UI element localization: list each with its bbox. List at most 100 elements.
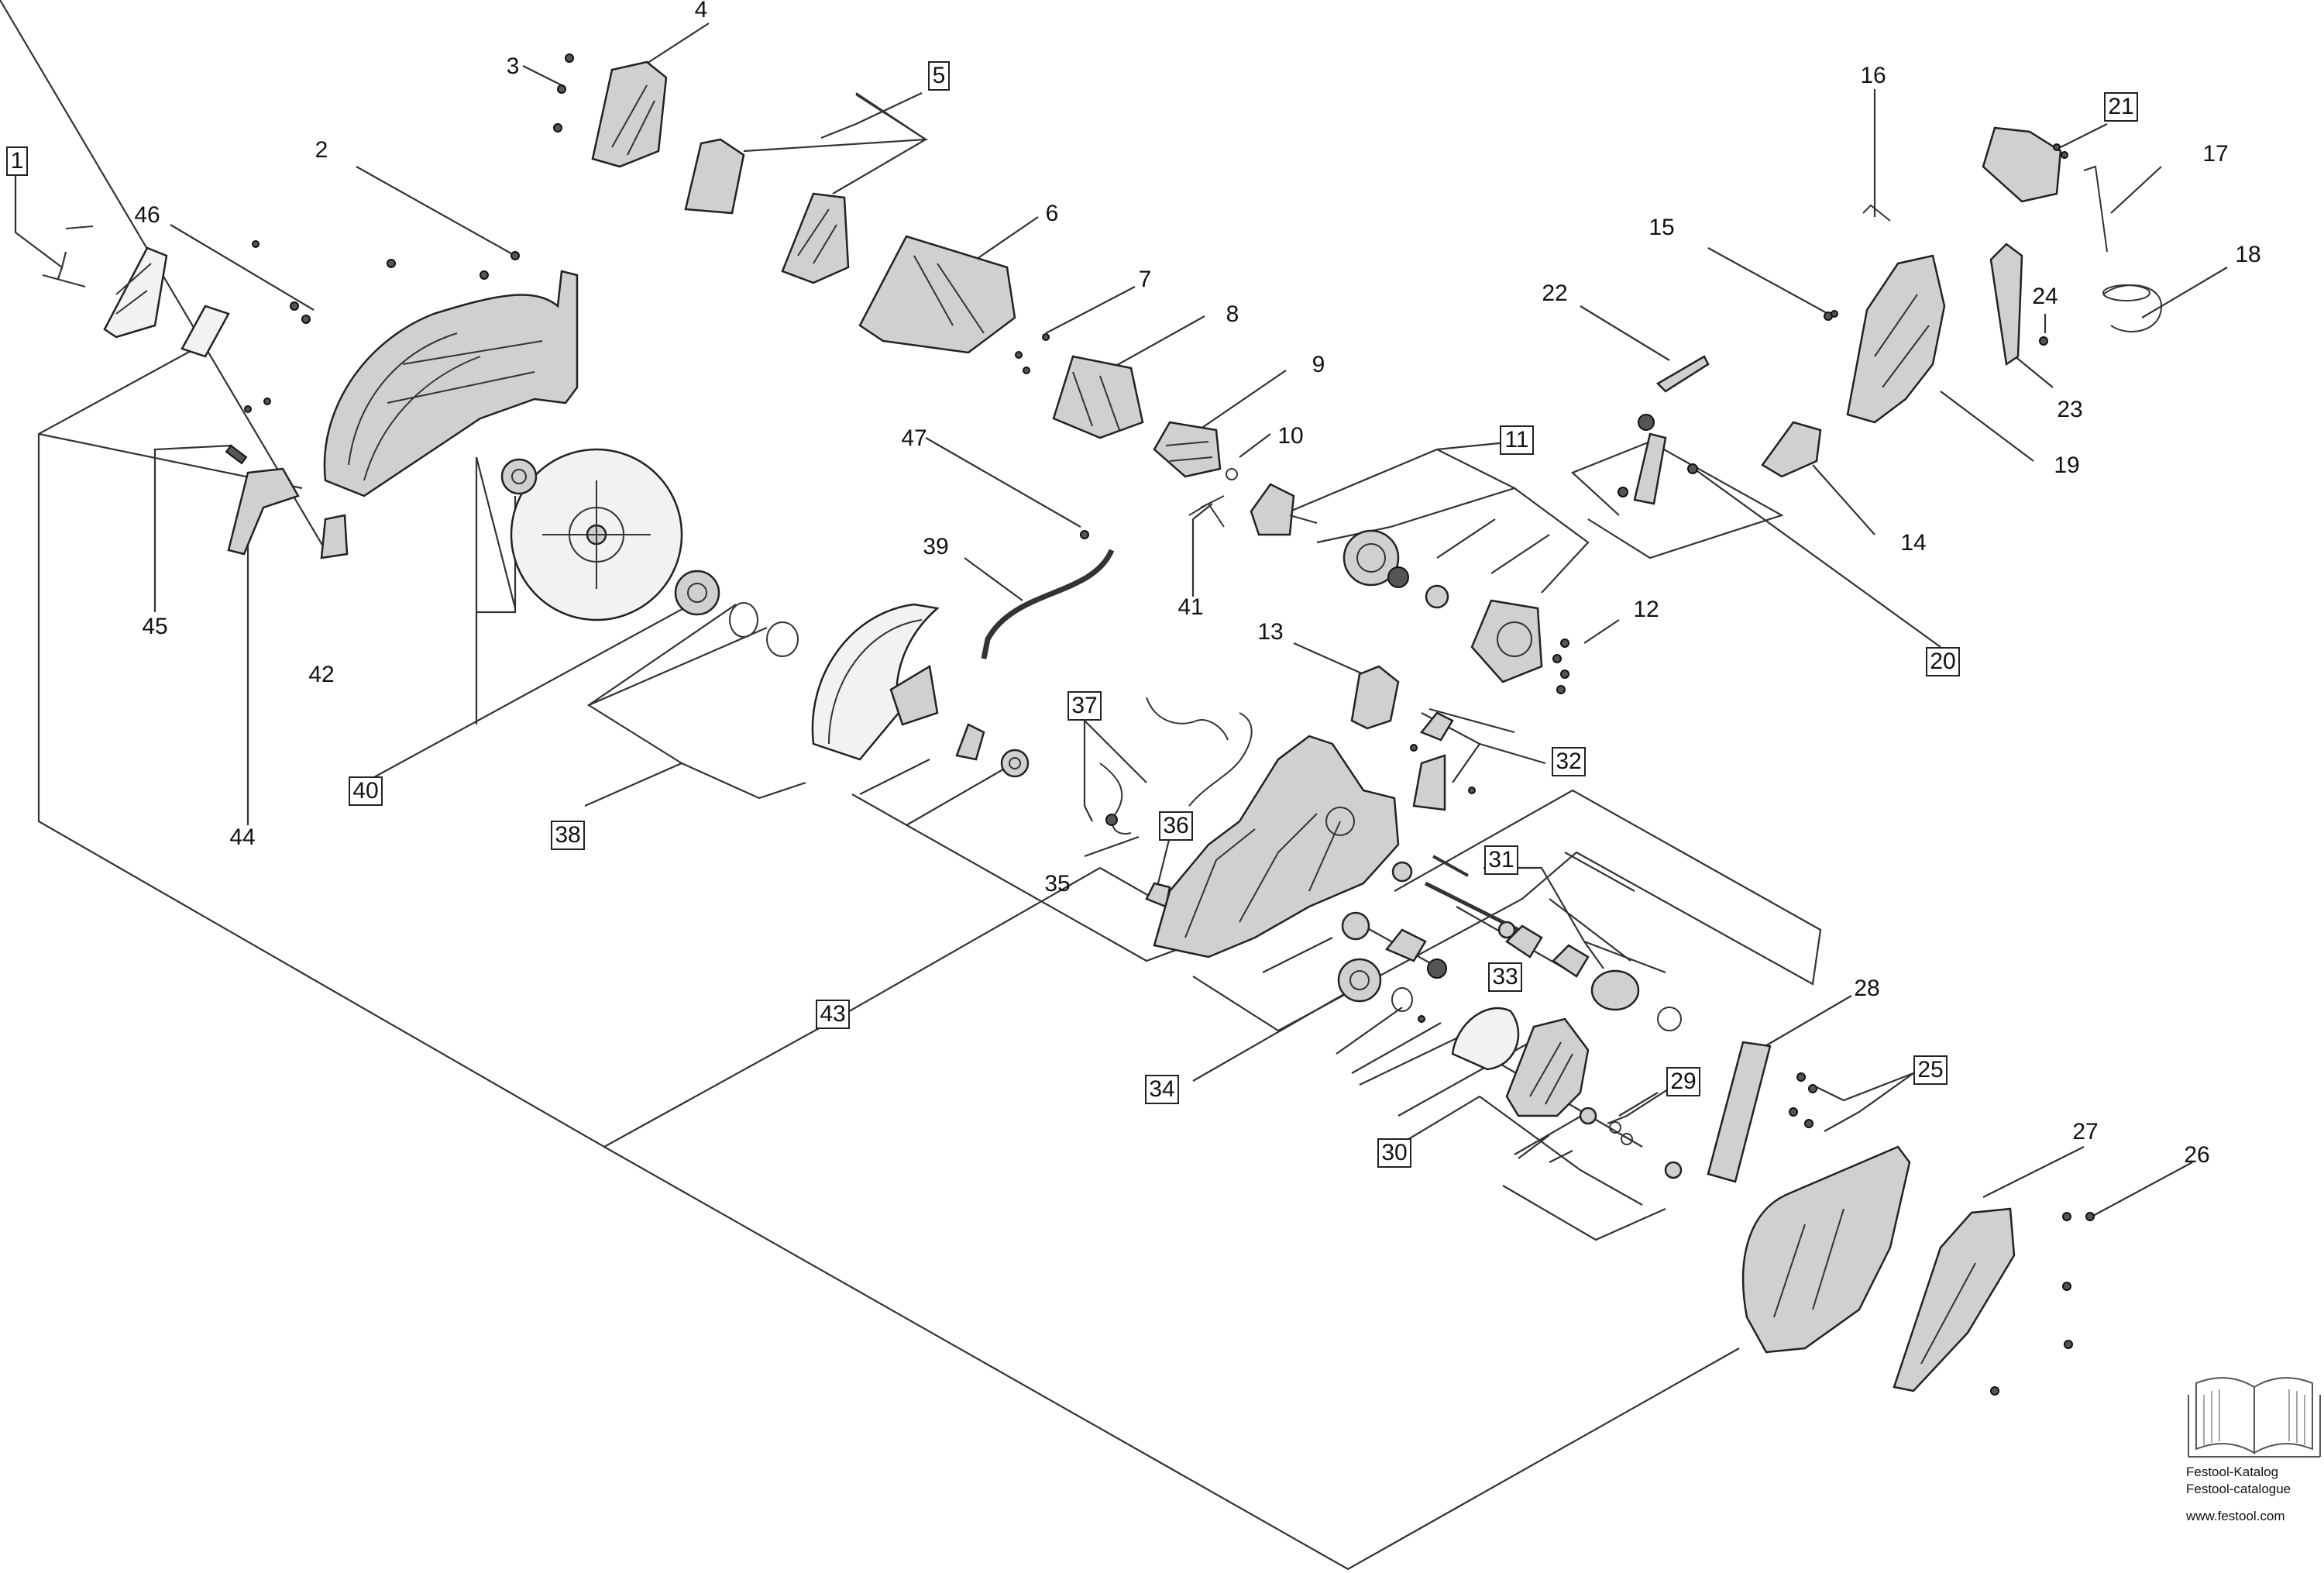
part-31-shaft <box>1391 855 1682 1031</box>
part-18-ring <box>2102 284 2163 332</box>
callout-box-38 <box>551 821 585 850</box>
callout-number: 33 <box>1492 964 1518 990</box>
callout-number: 39 <box>923 534 948 559</box>
leader-lines <box>0 0 2228 1571</box>
callout-number: 43 <box>820 1001 845 1027</box>
callout-43: 43 <box>816 1000 850 1029</box>
part-36-sensor <box>1145 882 1171 908</box>
part-47-screw <box>1080 530 1089 539</box>
callout-6: 6 <box>1046 201 1059 226</box>
callout-number: 26 <box>2184 1142 2209 1168</box>
part-37-wiring <box>1099 697 1253 835</box>
callout-number: 13 <box>1257 619 1283 645</box>
part-44-lever <box>227 240 300 556</box>
callout-number: 11 <box>1504 427 1528 453</box>
callout-number: 46 <box>134 202 160 228</box>
callout-29: 29 <box>1666 1067 1700 1096</box>
callout-number: 47 <box>901 425 927 451</box>
callout-number: 38 <box>555 822 580 848</box>
callout-44: 44 <box>229 824 255 850</box>
callout-17: 17 <box>2202 141 2228 167</box>
part-42-clip <box>320 514 349 559</box>
callout-number: 36 <box>1163 813 1188 838</box>
callout-12: 12 <box>1633 597 1659 622</box>
callout-number: 1 <box>11 148 24 174</box>
callout-box-40 <box>349 776 383 806</box>
part-45-spring <box>225 444 248 465</box>
callout-25: 25 <box>1913 1055 1948 1085</box>
part-26-screws <box>1990 1212 2095 1396</box>
callout-41: 41 <box>1177 594 1203 620</box>
part-21-switch-housing <box>1982 126 2068 203</box>
part-32-brake <box>1410 711 1476 811</box>
callout-box-20 <box>1926 647 1960 676</box>
part-43-gear-housing <box>1153 735 1400 959</box>
callout-number: 32 <box>1556 749 1581 774</box>
callout-5: 5 <box>928 61 950 91</box>
callout-box-25 <box>1913 1055 1948 1085</box>
callout-46: 46 <box>134 202 160 228</box>
callout-number: 2 <box>315 137 328 163</box>
callout-1: 1 <box>6 146 28 176</box>
callout-box-1 <box>6 146 28 176</box>
part-9-stator-coil <box>1153 421 1222 478</box>
callout-number: 23 <box>2057 397 2082 422</box>
callout-box-36 <box>1159 811 1193 841</box>
catalog-badge: Festool-Katalog Festool-catalogue www.fe… <box>2185 1377 2321 1523</box>
callout-13: 13 <box>1257 619 1283 645</box>
callout-box-21 <box>2104 92 2138 122</box>
callout-box-37 <box>1067 691 1102 721</box>
callout-35: 35 <box>1044 871 1070 897</box>
part-33-gears <box>1341 911 1447 1012</box>
callout-33: 33 <box>1488 962 1522 992</box>
part-7-screws <box>1015 333 1050 374</box>
callout-9: 9 <box>1312 352 1325 377</box>
callout-2: 2 <box>315 137 328 163</box>
callout-3: 3 <box>507 53 520 79</box>
part-10-circlip <box>1226 468 1238 480</box>
part-38-lower-guard <box>811 603 940 761</box>
callout-box-33 <box>1488 962 1522 992</box>
callout-number: 15 <box>1648 215 1674 240</box>
callout-20: 20 <box>1926 647 1960 676</box>
callout-number: 40 <box>352 778 378 804</box>
part-41-wire-clip <box>1188 495 1225 528</box>
callout-39: 39 <box>923 534 948 559</box>
part-4-motor-cover <box>591 60 668 168</box>
callout-number: 4 <box>695 0 708 22</box>
part-8-field-housing <box>1052 355 1144 439</box>
part-17-hex-key <box>2083 165 2108 253</box>
callout-number: 21 <box>2108 94 2133 119</box>
callout-36: 36 <box>1159 811 1193 841</box>
callout-38: 38 <box>551 821 585 850</box>
callout-number: 35 <box>1044 871 1070 897</box>
callout-37: 37 <box>1067 691 1102 721</box>
part-46-plate <box>180 301 311 358</box>
callout-14: 14 <box>1900 530 1926 556</box>
callout-number: 16 <box>1860 63 1886 88</box>
callout-number: 37 <box>1071 693 1097 718</box>
callout-40: 40 <box>349 776 383 806</box>
part-34-gear <box>1337 958 1382 1003</box>
callout-box-29 <box>1666 1067 1700 1096</box>
callout-34: 34 <box>1145 1075 1179 1104</box>
callout-number: 24 <box>2032 284 2058 309</box>
callout-22: 22 <box>1542 281 1567 306</box>
callout-box-5 <box>928 61 950 91</box>
catalog-url[interactable]: www.festool.com <box>2185 1509 2285 1523</box>
callout-box-43 <box>816 1000 850 1029</box>
callout-4: 4 <box>695 0 708 22</box>
callout-number: 27 <box>2072 1119 2098 1144</box>
callout-number: 42 <box>308 662 334 687</box>
callout-number: 30 <box>1381 1140 1407 1165</box>
callout-box-11 <box>1500 425 1534 455</box>
catalog-line-1: Festool-Katalog <box>2186 1465 2278 1479</box>
part-39-hose <box>981 549 1115 659</box>
callout-number: 20 <box>1930 649 1955 674</box>
callout-number: 6 <box>1046 201 1059 226</box>
part-24-screw <box>2039 336 2048 346</box>
part-30-gear-cover <box>1418 1007 1590 1117</box>
callout-27: 27 <box>2072 1119 2098 1144</box>
part-27-side-cover <box>1893 1207 2016 1392</box>
callout-number: 8 <box>1226 301 1239 327</box>
